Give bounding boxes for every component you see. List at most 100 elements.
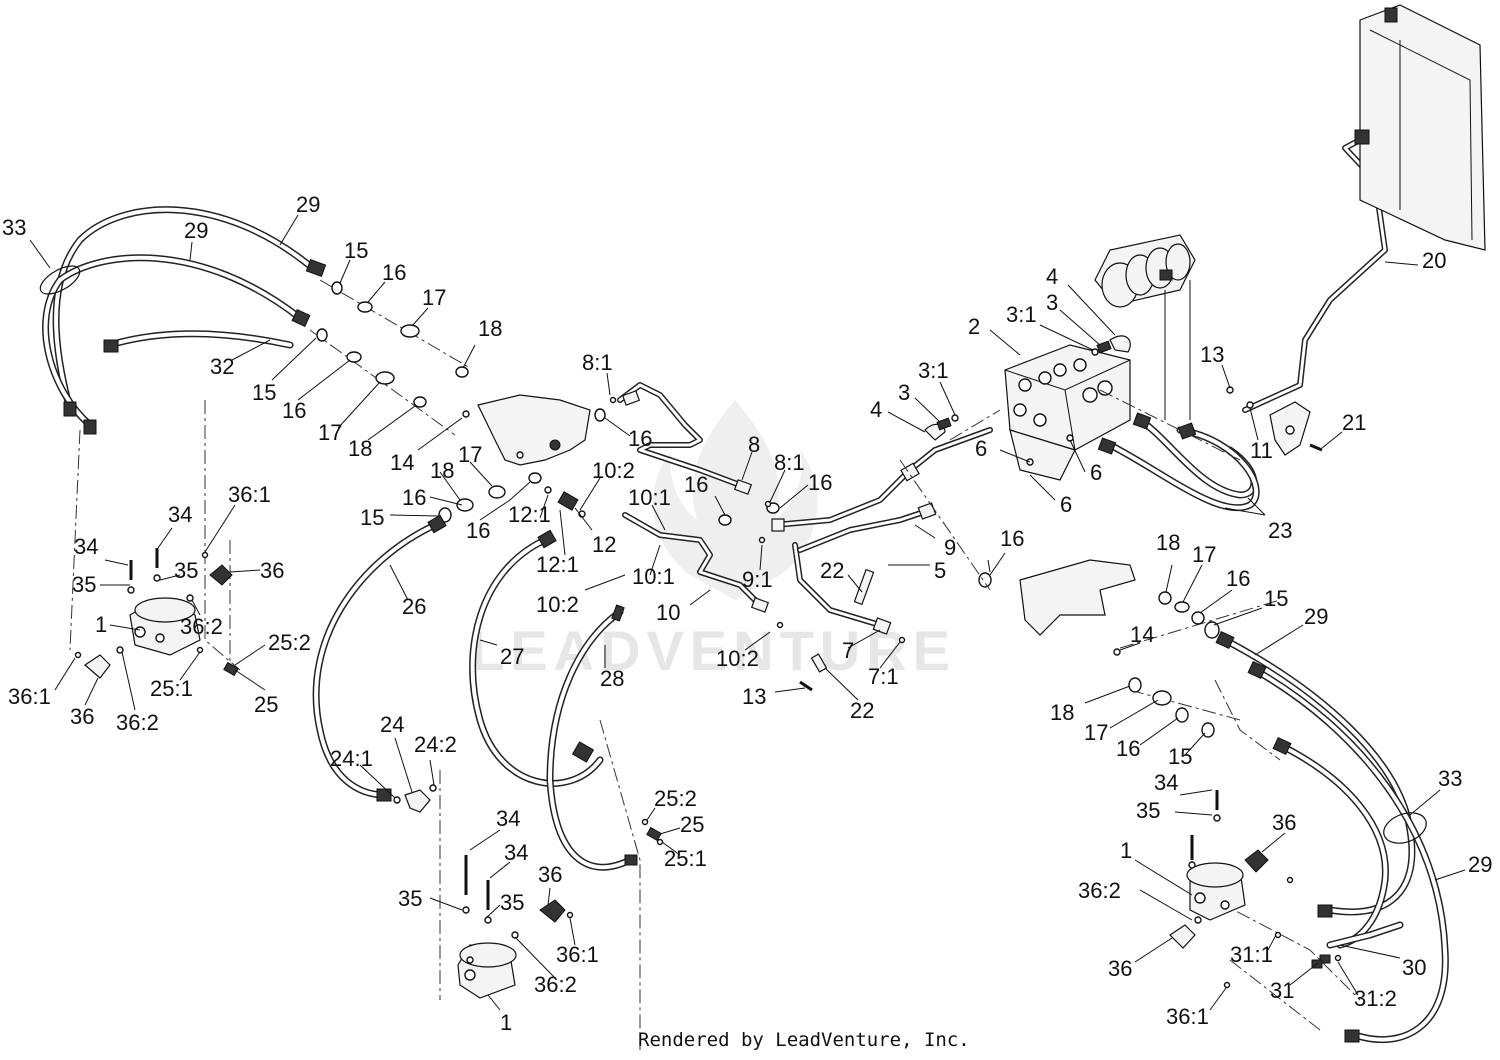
callout-15: 15 xyxy=(1264,586,1288,611)
callout-29: 29 xyxy=(184,218,208,243)
callout-21: 21 xyxy=(1342,410,1366,435)
callout-2: 2 xyxy=(968,314,980,339)
right-hose-bundle xyxy=(1215,630,1449,1044)
callout-16: 16 xyxy=(684,472,708,497)
callout-6: 6 xyxy=(975,436,987,461)
callout-36-2: 36:2 xyxy=(116,710,159,735)
hose-fitting xyxy=(83,419,97,435)
watermark-text: LEADVENTURE xyxy=(470,619,956,682)
callout-32: 32 xyxy=(210,354,234,379)
wheel-motor-left xyxy=(74,548,233,679)
callout-34: 34 xyxy=(168,502,192,527)
callout-14: 14 xyxy=(390,450,414,475)
callout-29: 29 xyxy=(296,192,320,217)
tube-10 xyxy=(622,512,770,613)
callout-16: 16 xyxy=(808,470,832,495)
callout-36: 36 xyxy=(1108,956,1132,981)
callout-8-1: 8:1 xyxy=(774,450,805,475)
callout-17: 17 xyxy=(1084,720,1108,745)
callout-10-2: 10:2 xyxy=(592,458,635,483)
callout-16: 16 xyxy=(628,426,652,451)
callout-35: 35 xyxy=(398,886,422,911)
callout-10-2: 10:2 xyxy=(536,592,579,617)
callout-36: 36 xyxy=(260,558,284,583)
callout-3: 3 xyxy=(898,380,910,405)
fitting-12 xyxy=(544,486,586,518)
callout-8-1: 8:1 xyxy=(582,350,613,375)
center-bracket xyxy=(477,394,591,466)
callout-36-1: 36:1 xyxy=(228,482,271,507)
watermark: LEADVENTURE xyxy=(470,400,956,682)
hose-fitting xyxy=(291,308,311,328)
callout-34: 34 xyxy=(504,840,528,865)
callout-36: 36 xyxy=(538,862,562,887)
callout-6: 6 xyxy=(1090,460,1102,485)
callout-36: 36 xyxy=(1272,810,1296,835)
callout-12: 12 xyxy=(592,532,616,557)
bracket-21 xyxy=(1246,401,1323,456)
wheel-motor-right xyxy=(1169,790,1323,989)
callout-18: 18 xyxy=(430,458,454,483)
callout-26: 26 xyxy=(402,594,426,619)
left-fitting-stack xyxy=(316,281,470,418)
callout-labels: 33 29 29 15 16 17 18 32 15 16 17 18 14 8… xyxy=(2,192,1492,1035)
callout-22: 22 xyxy=(820,558,844,583)
hose-fitting xyxy=(103,339,119,353)
callout-31-1: 31:1 xyxy=(1230,942,1273,967)
callout-12-1: 12:1 xyxy=(508,502,551,527)
callout-7: 7 xyxy=(842,638,854,663)
callout-31-2: 31:2 xyxy=(1354,986,1397,1011)
callout-17: 17 xyxy=(1192,542,1216,567)
callout-25-2: 25:2 xyxy=(654,786,697,811)
callout-9-1: 9:1 xyxy=(742,567,773,592)
callout-9: 9 xyxy=(944,535,956,560)
callout-4: 4 xyxy=(1046,264,1058,289)
callout-18: 18 xyxy=(348,436,372,461)
callout-3-1: 3:1 xyxy=(1006,302,1037,327)
callout-17: 17 xyxy=(318,420,342,445)
callout-7-1: 7:1 xyxy=(868,664,899,689)
callout-35: 35 xyxy=(500,890,524,915)
callout-3: 3 xyxy=(1046,290,1058,315)
callout-16: 16 xyxy=(1116,736,1140,761)
callout-5: 5 xyxy=(934,558,946,583)
callout-29: 29 xyxy=(1304,604,1328,629)
callout-36-2: 36:2 xyxy=(1078,878,1121,903)
callout-27: 27 xyxy=(500,644,524,669)
callout-10-2: 10:2 xyxy=(716,646,759,671)
callout-36-2: 36:2 xyxy=(180,614,223,639)
callout-3-1: 3:1 xyxy=(918,358,949,383)
callout-17: 17 xyxy=(458,442,482,467)
callout-36-1: 36:1 xyxy=(8,684,51,709)
callout-25-1: 25:1 xyxy=(150,676,193,701)
callout-35: 35 xyxy=(72,572,96,597)
hose-fitting xyxy=(305,258,327,278)
hose-clamp-33-left xyxy=(39,265,81,295)
center-fitting-stack xyxy=(438,396,992,588)
fittings-3-4 xyxy=(924,335,1131,441)
callout-30: 30 xyxy=(1402,955,1426,980)
callout-34: 34 xyxy=(74,534,98,559)
callout-36-1: 36:1 xyxy=(1166,1004,1209,1029)
callout-16: 16 xyxy=(466,518,490,543)
callout-25-1: 25:1 xyxy=(664,846,707,871)
hose-20-and-cooler xyxy=(1226,4,1486,413)
callout-16: 16 xyxy=(402,485,426,510)
callout-20: 20 xyxy=(1422,248,1446,273)
assembly-lines-right xyxy=(899,389,1361,1031)
right-fitting-stack xyxy=(1113,591,1220,738)
callout-15: 15 xyxy=(344,238,368,263)
hose-fitting xyxy=(63,401,77,417)
callout-1: 1 xyxy=(1120,838,1132,863)
callout-16: 16 xyxy=(382,260,406,285)
callout-33: 33 xyxy=(2,215,26,240)
callout-28: 28 xyxy=(600,666,624,691)
callout-33: 33 xyxy=(1438,766,1462,791)
callout-24: 24 xyxy=(380,712,404,737)
callout-16: 16 xyxy=(1226,566,1250,591)
callout-25: 25 xyxy=(680,812,704,837)
callout-23: 23 xyxy=(1268,518,1292,543)
callout-18: 18 xyxy=(478,316,502,341)
callout-29: 29 xyxy=(1468,852,1492,877)
